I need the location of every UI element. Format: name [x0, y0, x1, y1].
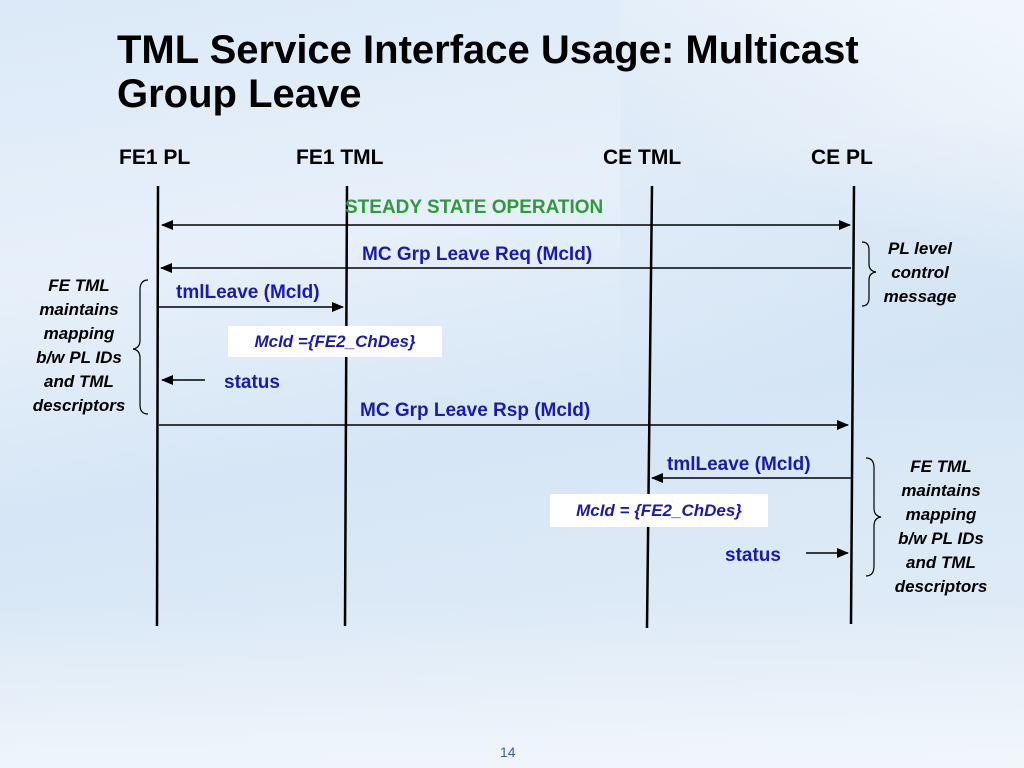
slide-title-line-1: TML Service Interface Usage: Multicast — [117, 28, 859, 72]
note-fe-mapping-right: FE TML maintains mapping b/w PL IDs and … — [894, 457, 988, 596]
steady-state-label: STEADY STATE OPERATION — [345, 197, 604, 218]
lane-label-ce-tml: CE TML — [603, 146, 682, 169]
brace-left — [132, 279, 149, 415]
mc-leave-rsp-label: MC Grp Leave Rsp (McId) — [360, 400, 591, 421]
slide-title: TML Service Interface Usage: Multicast G… — [117, 28, 997, 116]
mcid-box-fe: McId ={FE2_ChDes} — [228, 326, 442, 357]
lane-label-fe1-tml: FE1 TML — [296, 146, 384, 169]
note-fe-mapping-left: FE TML maintains mapping b/w PL IDs and … — [32, 276, 126, 415]
lifeline-ce-pl — [849, 185, 856, 625]
lifeline-fe1-tml — [343, 185, 349, 627]
page-number: 14 — [500, 744, 516, 760]
brace-pl-control — [861, 241, 877, 307]
note-pl-control: PL level control message — [883, 239, 957, 306]
tml-leave-fe-label: tmlLeave (McId) — [176, 282, 320, 303]
status-ce-label: status — [725, 545, 781, 566]
status-fe-label: status — [224, 372, 280, 393]
lane-label-fe1-pl: FE1 PL — [119, 146, 191, 169]
mc-leave-req-label: MC Grp Leave Req (McId) — [362, 244, 593, 265]
slide-title-line-2: Group Leave — [117, 72, 362, 116]
mcid-box-ce: McId = {FE2_ChDes} — [550, 494, 768, 527]
tml-leave-ce-label: tmlLeave (McId) — [667, 454, 811, 475]
brace-right — [865, 457, 882, 577]
lifeline-ce-tml — [645, 185, 654, 629]
lifeline-fe1-pl — [155, 185, 160, 627]
lane-label-ce-pl: CE PL — [811, 146, 873, 169]
